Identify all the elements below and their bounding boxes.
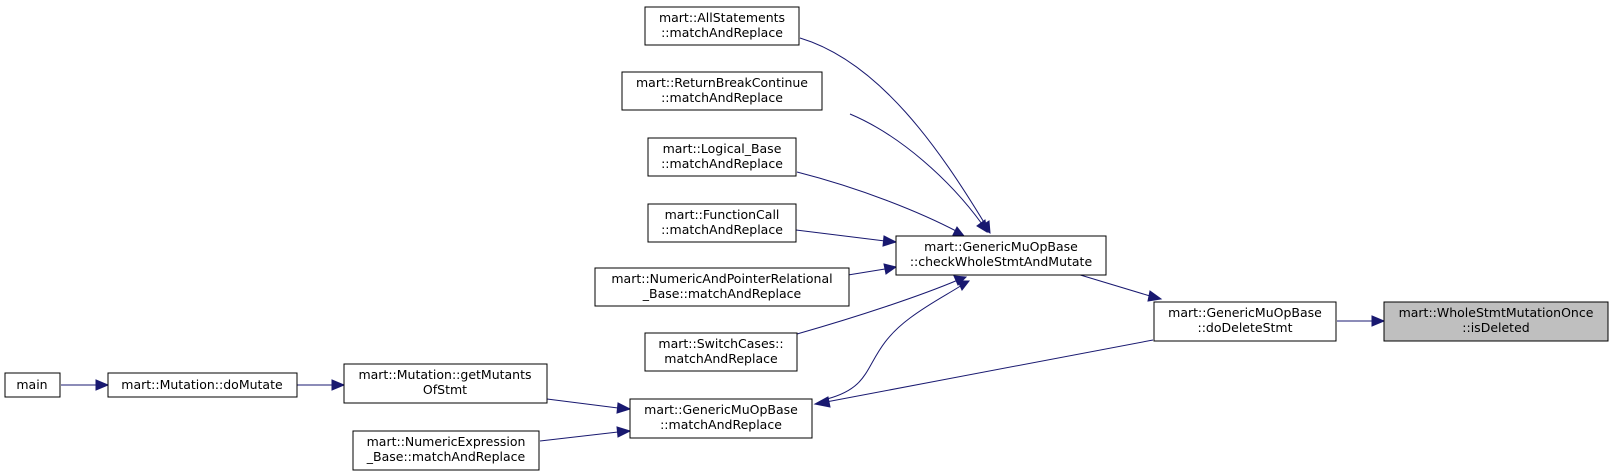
node-label: ::matchAndReplace [661,90,783,105]
node-label: main [16,377,47,392]
node-label: ::doDeleteStmt [1198,320,1293,335]
node-label: matchAndReplace [664,351,778,366]
node-numericexpr[interactable]: mart::NumericExpression _Base::matchAndR… [352,430,540,471]
node-label: ::matchAndReplace [661,222,783,237]
node-label: mart::Mutation::getMutants [358,367,531,382]
node-label: ::matchAndReplace [661,25,783,40]
edge-dodelete-to-generic [813,339,1154,408]
node-switchcases[interactable]: mart::SwitchCases:: matchAndReplace [644,332,798,372]
node-label: mart::GenericMuOpBase [1168,305,1322,320]
node-label: mart::Mutation::doMutate [121,377,283,392]
node-label: mart::Logical_Base [663,141,782,156]
edge-getmutants-to-generic [546,398,632,414]
node-label: mart::ReturnBreakContinue [636,75,808,90]
edge-logical-to-checkwhole [796,171,966,237]
node-label: mart::GenericMuOpBase [644,402,798,417]
edge-generic-to-checkwhole [826,280,971,400]
node-label: ::isDeleted [1462,320,1529,335]
node-label: _Base::matchAndReplace [366,449,526,464]
node-main[interactable]: main [4,372,61,398]
edge-functioncall-to-checkwhole [795,229,898,247]
node-logical[interactable]: mart::Logical_Base ::matchAndReplace [647,137,797,177]
node-label: mart::GenericMuOpBase [924,239,1078,254]
node-label: ::checkWholeStmtAndMutate [910,254,1093,269]
node-returnbreak[interactable]: mart::ReturnBreakContinue ::matchAndRepl… [621,71,823,111]
edge-main-to-domutate [61,379,110,391]
node-label: mart::NumericAndPointerRelational [611,271,832,286]
node-label: _Base::matchAndReplace [642,286,802,301]
node-dodelete[interactable]: mart::GenericMuOpBase ::doDeleteStmt [1153,301,1337,342]
node-numericpointer[interactable]: mart::NumericAndPointerRelational _Base:… [594,267,850,307]
node-isdeleted[interactable]: mart::WholeStmtMutationOnce ::isDeleted [1383,301,1609,342]
edge-dodelete-to-isdeleted [1337,315,1386,327]
node-label: OfStmt [423,382,467,397]
node-label: mart::SwitchCases:: [658,336,783,351]
node-allstatements[interactable]: mart::AllStatements ::matchAndReplace [644,6,800,46]
node-label: mart::AllStatements [659,10,785,25]
node-label: ::matchAndReplace [661,156,783,171]
edge-numericexpr-to-generic [539,426,632,442]
node-label: mart::WholeStmtMutationOnce [1399,305,1594,320]
edge-returnbreak-to-checkwhole [849,113,988,233]
node-getmutants[interactable]: mart::Mutation::getMutants OfStmt [343,363,548,404]
edge-checkwhole-to-dodelete [1076,273,1163,302]
edge-numericpointer-to-checkwhole [847,263,898,276]
node-label: ::matchAndReplace [660,417,782,432]
node-domutate[interactable]: mart::Mutation::doMutate [107,372,298,398]
node-checkwhole[interactable]: mart::GenericMuOpBase ::checkWholeStmtAn… [895,235,1107,276]
node-label: mart::FunctionCall [665,207,780,222]
node-functioncall[interactable]: mart::FunctionCall ::matchAndReplace [647,203,797,243]
node-label: mart::NumericExpression [367,434,526,449]
node-generic-match[interactable]: mart::GenericMuOpBase ::matchAndReplace [629,398,813,439]
edge-domutate-to-getmutants [297,379,346,391]
